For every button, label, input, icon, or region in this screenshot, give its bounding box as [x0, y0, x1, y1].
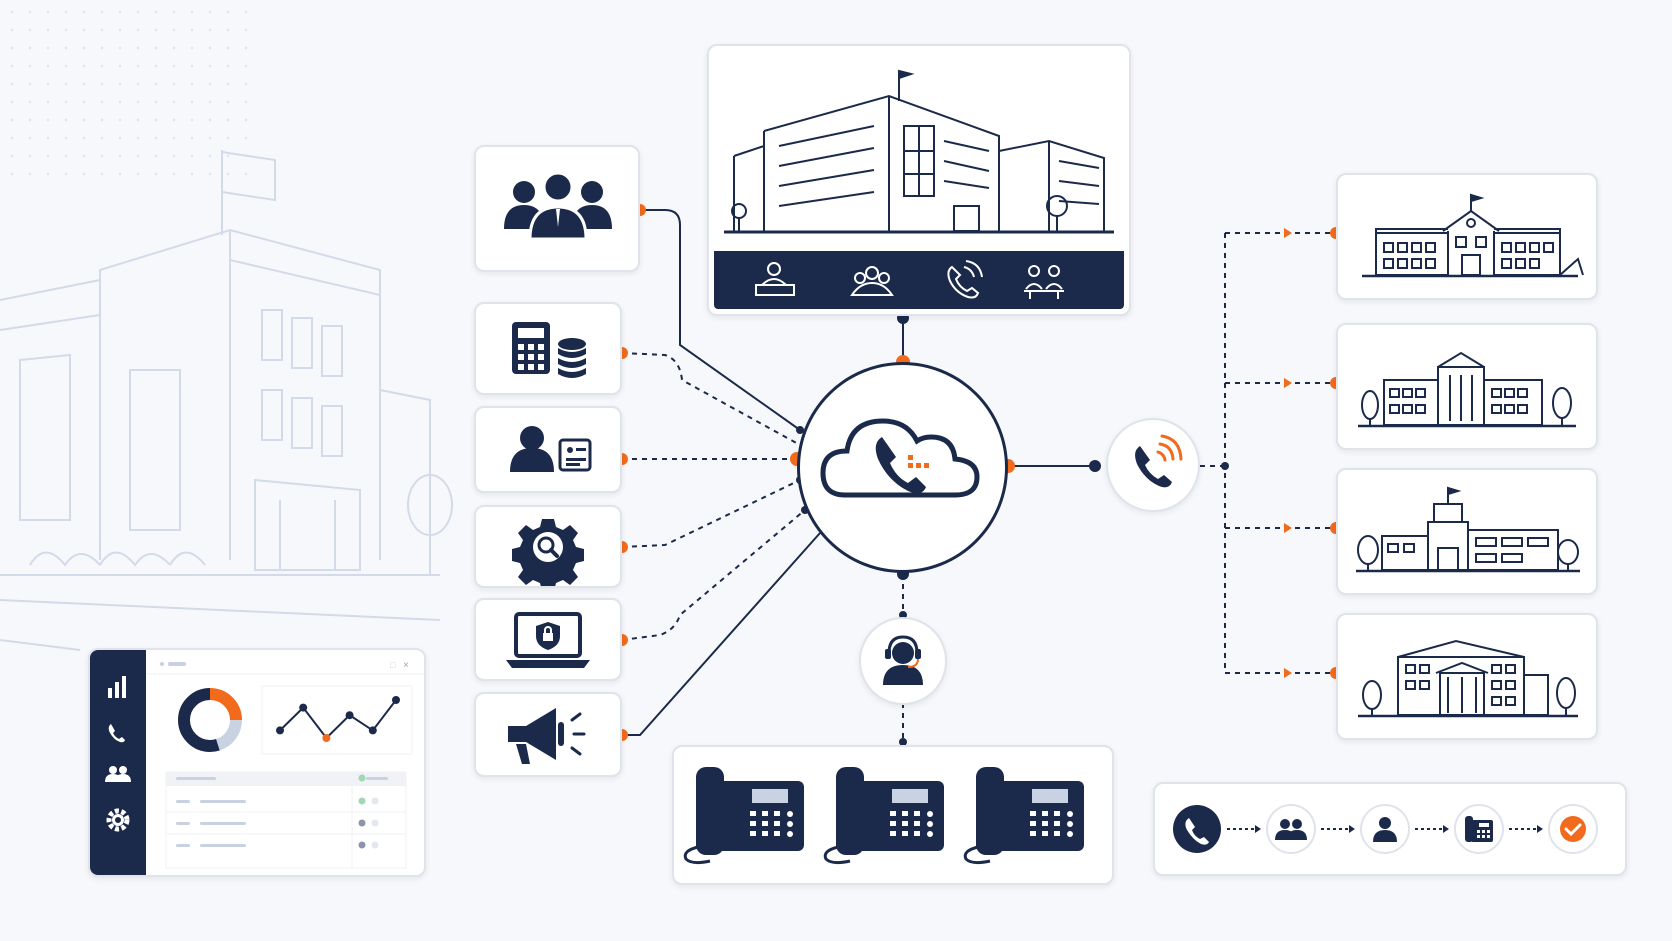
support-agent-node[interactable]	[859, 617, 947, 705]
desk-phone-icon	[1454, 804, 1504, 854]
headquarters-toolbar	[714, 251, 1124, 309]
bar-chart-icon[interactable]	[108, 676, 126, 698]
desk-phone-icon	[963, 765, 1086, 865]
announcements-card[interactable]	[474, 692, 622, 777]
line-point	[276, 726, 284, 735]
settings-card[interactable]	[474, 505, 622, 588]
user-profile-card[interactable]	[474, 406, 622, 493]
call-flow-card[interactable]	[1153, 782, 1627, 876]
user-group-icon[interactable]	[850, 266, 894, 296]
line-series	[279, 699, 397, 740]
user-icon	[1360, 804, 1410, 854]
meeting-icon[interactable]	[1024, 265, 1064, 299]
phone-icon	[1173, 805, 1221, 853]
phone-icon[interactable]	[108, 724, 125, 743]
line-chart	[276, 696, 400, 742]
staff-directory-card[interactable]	[474, 145, 640, 272]
inbound-phone-node[interactable]	[1106, 418, 1200, 512]
school-building-icon	[1356, 486, 1580, 573]
dashboard-content: □ ×	[146, 660, 424, 869]
desk-phones-group	[683, 765, 1086, 865]
cloud-phone-icon	[820, 418, 980, 498]
headquarters-card[interactable]	[707, 44, 1131, 316]
reception-desk-icon[interactable]	[755, 262, 795, 296]
check-circle-icon	[1548, 804, 1598, 854]
school-building-icon	[1358, 639, 1578, 718]
user-group-icon	[1266, 804, 1316, 854]
school-building-icon	[1358, 351, 1576, 428]
cloud-phone-hub[interactable]	[797, 362, 1008, 573]
svg-text:□: □	[390, 660, 396, 670]
campus-school-2[interactable]	[1336, 323, 1598, 450]
dashboard-sidebar	[90, 650, 146, 875]
desk-phones-card[interactable]	[672, 745, 1114, 885]
campus-school-3[interactable]	[1336, 468, 1598, 595]
line-point	[322, 734, 331, 742]
calculator-database-icon	[512, 322, 586, 378]
phone-ringing-icon[interactable]	[947, 260, 983, 299]
donut-chart	[178, 688, 242, 752]
desk-phone-icon	[683, 765, 806, 865]
line-point	[392, 696, 400, 704]
user-id-card-icon	[510, 426, 592, 472]
megaphone-icon	[508, 708, 586, 764]
phone-ringing-icon	[1135, 434, 1183, 488]
school-building-icon	[1362, 193, 1584, 278]
headset-agent-icon	[883, 635, 923, 685]
gear-icon[interactable]	[106, 808, 130, 832]
campus-school-4[interactable]	[1336, 613, 1598, 740]
gear-search-icon	[512, 519, 584, 586]
analytics-dashboard-card[interactable]: □ ×	[88, 648, 426, 877]
line-point	[345, 711, 354, 720]
desk-phone-icon	[823, 765, 946, 865]
billing-data-card[interactable]	[474, 302, 622, 395]
line-point	[299, 703, 308, 712]
line-point	[368, 726, 377, 735]
call-flow-steps	[1173, 804, 1598, 854]
campus-school-1[interactable]	[1336, 173, 1598, 300]
donut-segment	[178, 688, 242, 752]
secure-access-card[interactable]	[474, 598, 622, 681]
team-icon	[504, 171, 612, 241]
svg-text:×: ×	[403, 660, 409, 671]
users-icon[interactable]	[105, 766, 131, 782]
office-building-icon	[724, 69, 1114, 234]
laptop-lock-icon	[506, 612, 590, 668]
